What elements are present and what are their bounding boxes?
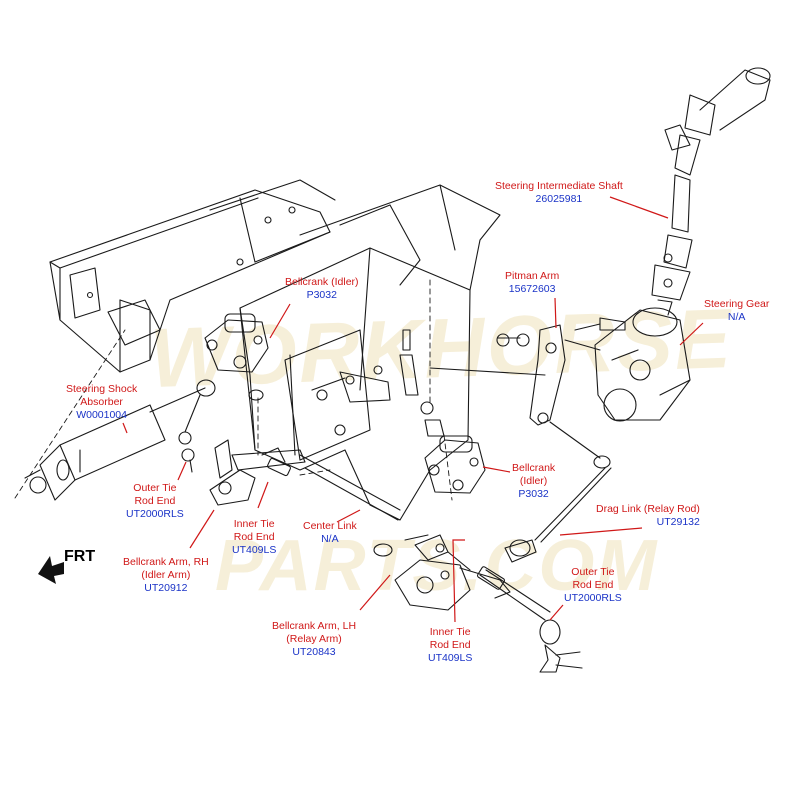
label-center-link: Center Link N/A xyxy=(303,520,357,546)
intermediate-shaft xyxy=(651,67,771,316)
label-name: Inner Tie xyxy=(233,518,275,530)
label-name-line2: Absorber xyxy=(80,396,123,408)
label-bellcrank-idler-top: Bellcrank (Idler) P3032 xyxy=(285,276,359,302)
leader-lines xyxy=(122,196,704,623)
steering-shock-absorber xyxy=(24,379,216,501)
label-name: Inner Tie xyxy=(429,626,471,638)
drag-link xyxy=(504,421,612,563)
label-name-line2: (Idler) xyxy=(519,475,548,487)
label-drag-link: Drag Link (Relay Rod) UT29132 xyxy=(596,503,700,529)
label-part-number: W0001004 xyxy=(76,409,127,421)
label-name: Center Link xyxy=(303,520,357,532)
label-bellcrank-idler-mid: Bellcrank (Idler) P3032 xyxy=(512,462,555,501)
label-part-number: UT409LS xyxy=(428,652,473,664)
label-part-number: P3032 xyxy=(306,289,337,301)
frame-rail xyxy=(49,179,336,373)
label-name-line2: Rod End xyxy=(429,639,471,651)
label-steering-shock-absorber: Steering Shock Absorber W0001004 xyxy=(66,383,137,422)
label-name: Drag Link (Relay Rod) xyxy=(596,503,700,515)
label-steering-intermediate-shaft: Steering Intermediate Shaft 26025981 xyxy=(495,180,623,206)
label-name-line2: (Relay Arm) xyxy=(286,633,342,645)
label-name: Bellcrank Arm, LH xyxy=(272,620,357,632)
label-inner-tie-rod-left: Inner Tie Rod End UT409LS xyxy=(232,518,276,557)
label-name: Steering Shock xyxy=(66,383,138,395)
label-part-number: UT2000RLS xyxy=(564,592,622,604)
label-part-number: 15672603 xyxy=(508,283,556,295)
label-steering-gear: Steering Gear N/A xyxy=(704,298,769,324)
label-name: Steering Intermediate Shaft xyxy=(495,180,623,192)
crossmember xyxy=(239,184,501,521)
pitman-arm-and-gear xyxy=(429,307,691,426)
label-name: Bellcrank Arm, RH xyxy=(123,556,209,568)
label-outer-tie-rod-right: Outer Tie Rod End UT2000RLS xyxy=(564,566,622,605)
label-name-line2: (Idler Arm) xyxy=(141,569,191,581)
label-pitman-arm: Pitman Arm 15672603 xyxy=(505,270,559,296)
label-name: Bellcrank (Idler) xyxy=(285,276,359,288)
label-name: Steering Gear xyxy=(704,298,770,310)
label-bellcrank-arm-rh: Bellcrank Arm, RH (Idler Arm) UT20912 xyxy=(123,556,209,595)
label-bellcrank-arm-lh: Bellcrank Arm, LH (Relay Arm) UT20843 xyxy=(272,620,356,659)
label-name: Bellcrank xyxy=(512,462,556,474)
alignment-lines xyxy=(14,279,453,501)
label-part-number: 26025981 xyxy=(535,193,583,205)
label-part-number: P3032 xyxy=(518,488,549,500)
front-indicator-text: FRT xyxy=(64,548,96,565)
label-name: Outer Tie xyxy=(571,566,615,578)
label-name: Pitman Arm xyxy=(505,270,560,282)
center-link-left xyxy=(181,439,401,557)
front-indicator: FRT xyxy=(36,548,106,584)
label-part-number: UT29132 xyxy=(656,516,700,528)
label-name-line2: Rod End xyxy=(233,531,275,543)
bellcrank-idler-top xyxy=(204,313,269,401)
label-name-line2: Rod End xyxy=(134,495,176,507)
label-part-number: N/A xyxy=(727,311,746,323)
label-part-number: UT20843 xyxy=(292,646,336,658)
label-part-number: UT2000RLS xyxy=(126,508,184,520)
label-part-number: UT20912 xyxy=(144,582,188,594)
label-name: Outer Tie xyxy=(133,482,177,494)
label-part-number: UT409LS xyxy=(232,544,277,556)
arrow-left-icon xyxy=(38,556,64,584)
label-name-line2: Rod End xyxy=(572,579,614,591)
label-part-number: N/A xyxy=(321,533,339,545)
bellcrank-arm-lh xyxy=(394,534,583,673)
label-inner-tie-rod-right: Inner Tie Rod End UT409LS xyxy=(428,626,472,665)
bellcrank-idler-mid xyxy=(311,329,486,494)
label-outer-tie-rod-left: Outer Tie Rod End UT2000RLS xyxy=(126,482,184,521)
